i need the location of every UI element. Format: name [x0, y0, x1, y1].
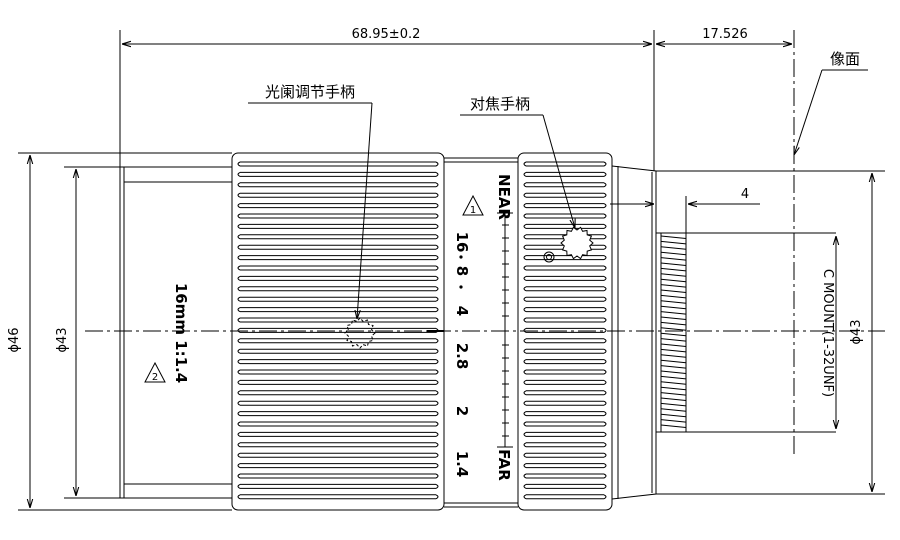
aperture-scale: 16 8 4 2.8 2 1.4: [453, 232, 471, 478]
iris-ring: [231, 152, 445, 511]
iris-handle-symbol: [344, 317, 376, 349]
dim-flange-distance: [656, 30, 795, 458]
dim-body-diameter: [64, 166, 120, 499]
aperture-value: 4: [453, 306, 471, 316]
front-barrel: [119, 166, 232, 499]
thread-length-text: 4: [741, 187, 749, 202]
middle-barrel: [427, 157, 518, 508]
image-plane-label: 像面: [830, 50, 860, 68]
body-diameter-text: ϕ43: [55, 327, 70, 352]
mount-text: C MOUNT(1-32UNF): [820, 269, 835, 397]
dim-rear-diameter: [656, 170, 885, 495]
dim-thread-length: [610, 196, 760, 233]
leader-image-plane: [794, 69, 868, 155]
focus-handle-symbol: [543, 226, 594, 263]
aperture-value: 1.4: [453, 451, 471, 478]
dim-overall-length: [119, 30, 655, 171]
iris-handle-label: 光阑调节手柄: [265, 83, 355, 101]
rear-barrel: [611, 165, 657, 500]
c-mount-thread: [655, 232, 836, 433]
note-2-number: 2: [152, 372, 158, 383]
lens-focal-marking: 16mm 1:1.4: [172, 283, 190, 383]
aperture-value: 16: [453, 232, 471, 253]
leader-focus-handle: [460, 114, 575, 228]
leader-iris-handle: [248, 102, 373, 319]
aperture-value: 2.8: [453, 343, 471, 370]
focus-far-label: FAR: [495, 449, 513, 481]
focus-scale: [497, 212, 513, 448]
dim-outer-diameter: [18, 152, 232, 511]
focus-handle-label: 对焦手柄: [470, 95, 530, 113]
focus-near-label: NEAR: [495, 174, 513, 220]
note-triangle-2: [144, 361, 166, 383]
note-1-number: 1: [470, 205, 476, 216]
rear-diameter-text: ϕ43: [849, 319, 864, 344]
aperture-value: 8: [453, 266, 471, 276]
aperture-value: 2: [453, 406, 471, 416]
flange-distance-text: 17.526: [702, 27, 748, 42]
note-triangle-1: [462, 194, 484, 216]
outer-diameter-text: ϕ46: [7, 327, 22, 352]
overall-length-text: 68.95±0.2: [352, 27, 421, 42]
